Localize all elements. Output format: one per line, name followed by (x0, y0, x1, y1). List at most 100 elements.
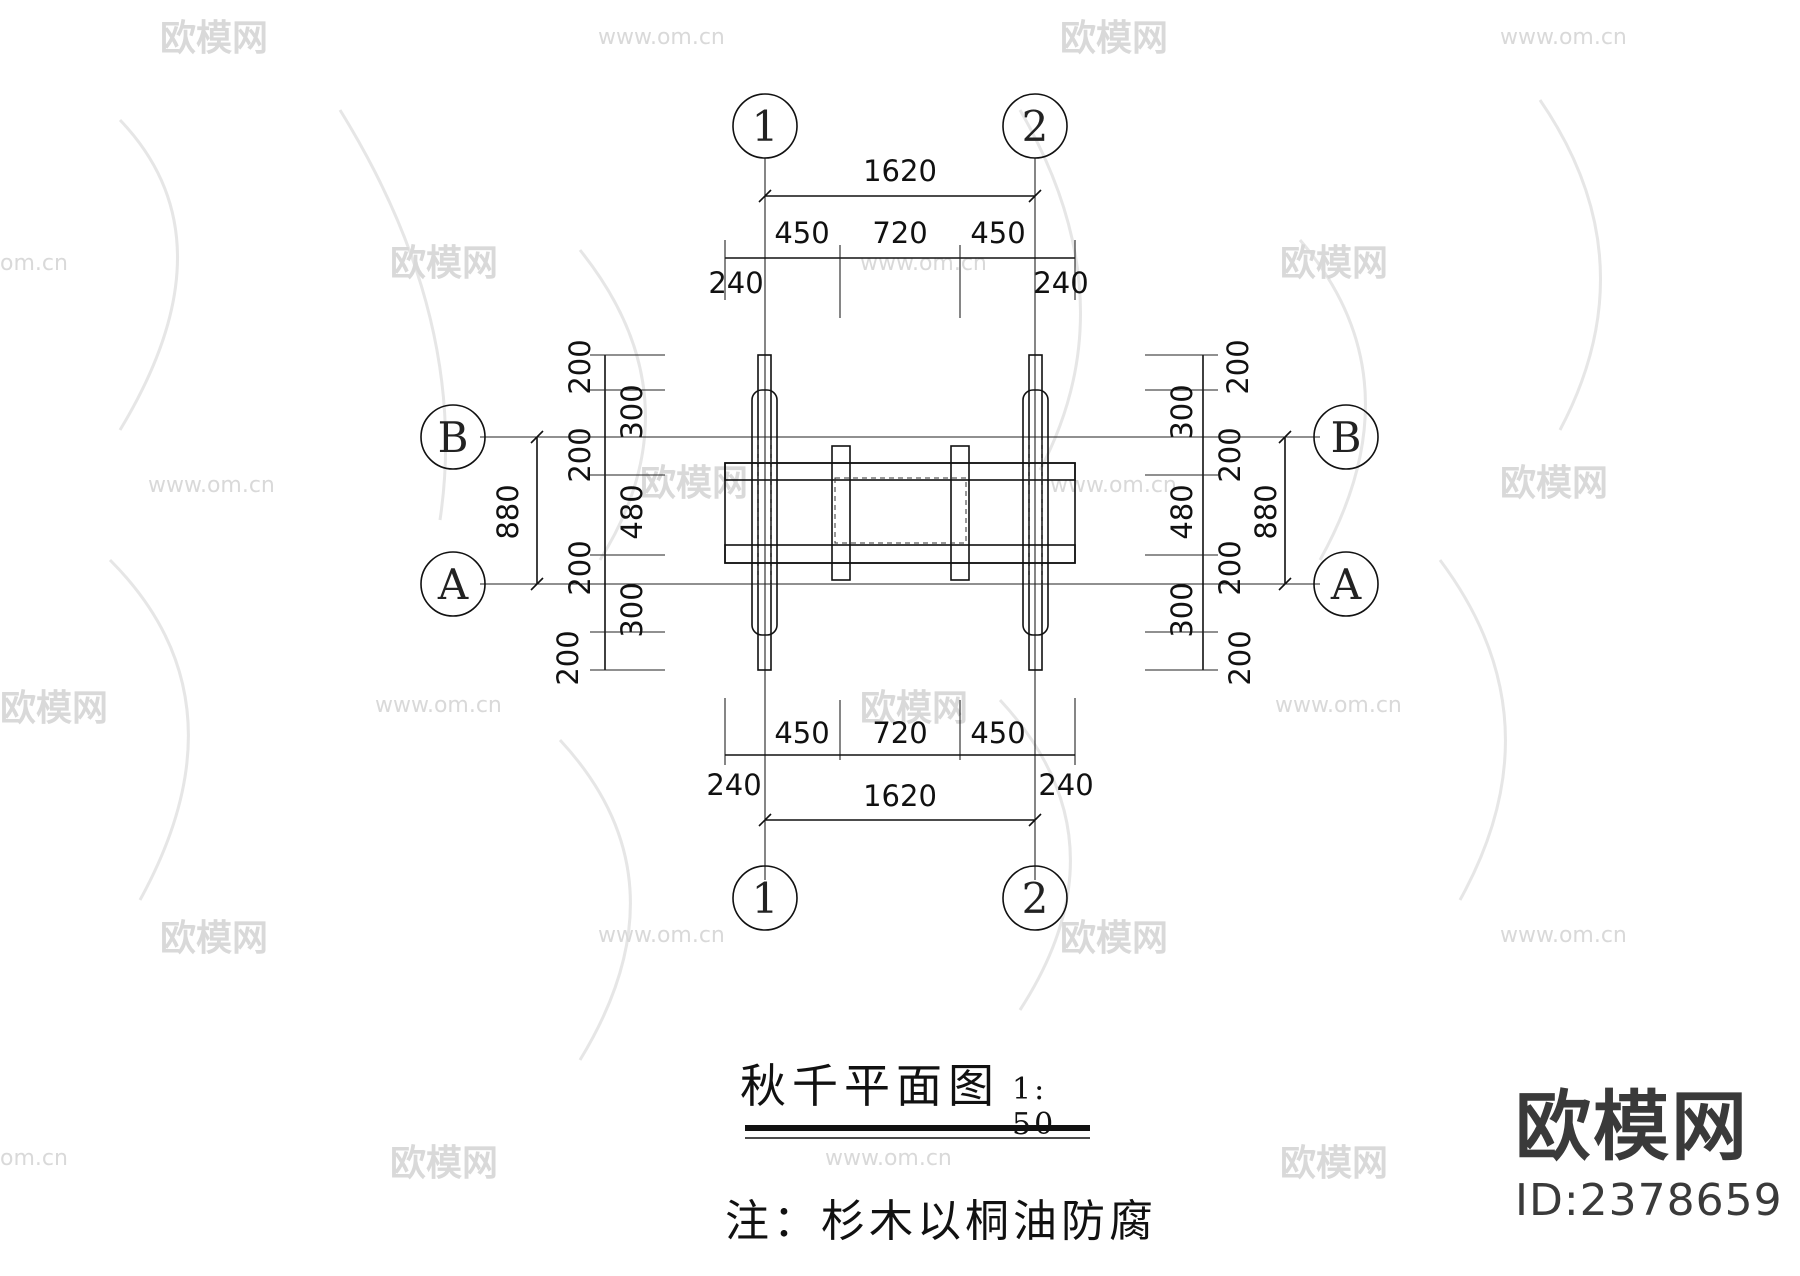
watermark-logo: 欧模网 (1280, 1143, 1388, 1184)
watermark-logo: 欧模网 (1060, 18, 1168, 59)
watermark-layer: 欧模网 欧模网 欧模网 欧模网 欧模网 欧模网 欧模网 欧模网 欧模网 欧模网 … (0, 18, 1627, 1184)
axis-bubble-1-top: 1 (732, 93, 798, 159)
watermark-url: www.om.cn (825, 1146, 952, 1171)
axis-bubble-1-bottom: 1 (732, 865, 798, 931)
dimension-right-chain-5: 200 (1213, 540, 1247, 595)
dimension-top-segment-2: 720 (872, 216, 927, 250)
right-dimensions: 880 200 300 200 480 200 300 200 (1145, 339, 1292, 686)
dimension-right-chain-7: 200 (1223, 630, 1257, 685)
watermark-logo: 欧模网 (1060, 918, 1168, 959)
watermark-logo: 欧模网 (1280, 243, 1388, 284)
crossbeam-top (724, 462, 1076, 481)
dimension-bottom-segment-2: 720 (872, 716, 927, 750)
dimension-top-end-left: 240 (708, 266, 763, 300)
dimension-top-segment-1: 450 (774, 216, 829, 250)
bottom-dimensions: 450 720 450 240 240 1620 (706, 698, 1094, 827)
watermark-logo: 欧模网 (1500, 463, 1608, 504)
brand-id: ID:2378659 (1515, 1175, 1783, 1226)
axis-bubble-b-right: B (1313, 404, 1379, 470)
watermark-url: www.om.cn (860, 251, 987, 276)
dimension-right-outer: 880 (1249, 484, 1283, 539)
watermark-url: www.om.cn (1500, 25, 1627, 50)
dimension-bottom-end-right: 240 (1038, 768, 1093, 802)
column-left-body (751, 389, 778, 636)
dimension-top-segment-3: 450 (970, 216, 1025, 250)
dimension-right-chain-2: 300 (1165, 384, 1199, 439)
watermark-url: www.om.cn (375, 693, 502, 718)
axis-bubble-circle (1002, 93, 1068, 159)
axis-label-a: A (437, 560, 469, 609)
top-dimensions: 1620 450 720 450 240 240 (708, 154, 1089, 318)
watermark-logo: 欧模网 (860, 688, 968, 729)
dimension-bottom-end-left: 240 (706, 768, 761, 802)
dimension-left-outer: 880 (491, 484, 525, 539)
dimension-tick (1278, 577, 1292, 591)
dimension-left-chain-5: 200 (563, 540, 597, 595)
axis-label-2: 2 (1022, 874, 1049, 923)
axis-bubble-a-left: A (420, 551, 486, 617)
watermark-url: om.cn (0, 251, 68, 276)
dimension-tick (1028, 813, 1042, 827)
axis-bubble-circle (1002, 865, 1068, 931)
watermark-arcs (108, 99, 1602, 1061)
dimension-tick (530, 577, 544, 591)
watermark-logo: 欧模网 (160, 18, 268, 59)
dimension-left-chain-2: 300 (615, 384, 649, 439)
seat-post-right (950, 445, 970, 581)
drawing-scale: 1: 50 (1012, 1072, 1057, 1142)
dimension-left-chain-4: 480 (615, 484, 649, 539)
axis-label-2: 2 (1022, 102, 1049, 151)
dimension-bottom-segment-1: 450 (774, 716, 829, 750)
axis-bubbles: 1 2 1 2 B A B A (420, 93, 1379, 931)
watermark-logo: 欧模网 (390, 1143, 498, 1184)
watermark-logo: 欧模网 (390, 243, 498, 284)
dimension-left-chain-3: 200 (563, 427, 597, 482)
dimension-tick (758, 189, 772, 203)
crossbeam-bottom (724, 544, 1076, 564)
dimension-tick (758, 813, 772, 827)
watermark-url: www.om.cn (1275, 693, 1402, 718)
dimension-tick (1028, 189, 1042, 203)
dimension-tick (530, 430, 544, 444)
dimension-right-chain-6: 300 (1165, 582, 1199, 637)
seat-board (834, 477, 967, 544)
dimension-top-end-right: 240 (1033, 266, 1088, 300)
seat-post-left (831, 445, 851, 581)
watermark-url: om.cn (0, 1146, 68, 1171)
watermark-logo: 欧模网 (640, 463, 748, 504)
brand-block: 欧模网 ID:2378659 (1515, 1082, 1783, 1227)
axis-bubble-circle (1313, 404, 1379, 470)
axis-label-b: B (438, 413, 469, 462)
dimension-right-chain-4: 480 (1165, 484, 1199, 539)
axis-label-1: 1 (752, 102, 779, 151)
dimension-bottom-segment-3: 450 (970, 716, 1025, 750)
watermark-logo: 欧模网 (0, 688, 108, 729)
dimension-left-chain-1: 200 (563, 339, 597, 394)
title-underline (745, 1125, 1090, 1139)
column-right-body (1022, 389, 1049, 636)
brand-name: 欧模网 (1515, 1082, 1749, 1171)
watermark-logo-group: 欧模网 欧模网 欧模网 欧模网 欧模网 欧模网 欧模网 欧模网 欧模网 欧模网 … (0, 18, 1608, 1184)
watermark-url: www.om.cn (148, 473, 275, 498)
axis-label-b: B (1331, 413, 1362, 462)
dimension-right-chain-1: 200 (1221, 339, 1255, 394)
swing-structure (724, 354, 1076, 671)
dimension-tick (1278, 430, 1292, 444)
axis-bubble-2-top: 2 (1002, 93, 1068, 159)
axis-bubble-b-left: B (420, 404, 486, 470)
left-dimensions: 880 200 300 200 480 200 300 200 (491, 339, 665, 686)
dimension-left-chain-6: 300 (615, 582, 649, 637)
axis-bubble-circle (732, 865, 798, 931)
watermark-url: www.om.cn (1500, 923, 1627, 948)
watermark-url: www.om.cn (598, 923, 725, 948)
dimension-left-chain-7: 200 (551, 630, 585, 685)
axis-bubble-circle (732, 93, 798, 159)
axis-bubble-circle (1313, 551, 1379, 617)
material-note: 注：杉木以桐油防腐 (725, 1196, 1157, 1247)
dimension-bottom-overall: 1620 (863, 779, 937, 813)
drawing-title: 秋千平面图 (740, 1059, 1000, 1113)
title-block: 秋千平面图 1: 50 (740, 1050, 1100, 1180)
watermark-url: www.om.cn (1050, 473, 1177, 498)
